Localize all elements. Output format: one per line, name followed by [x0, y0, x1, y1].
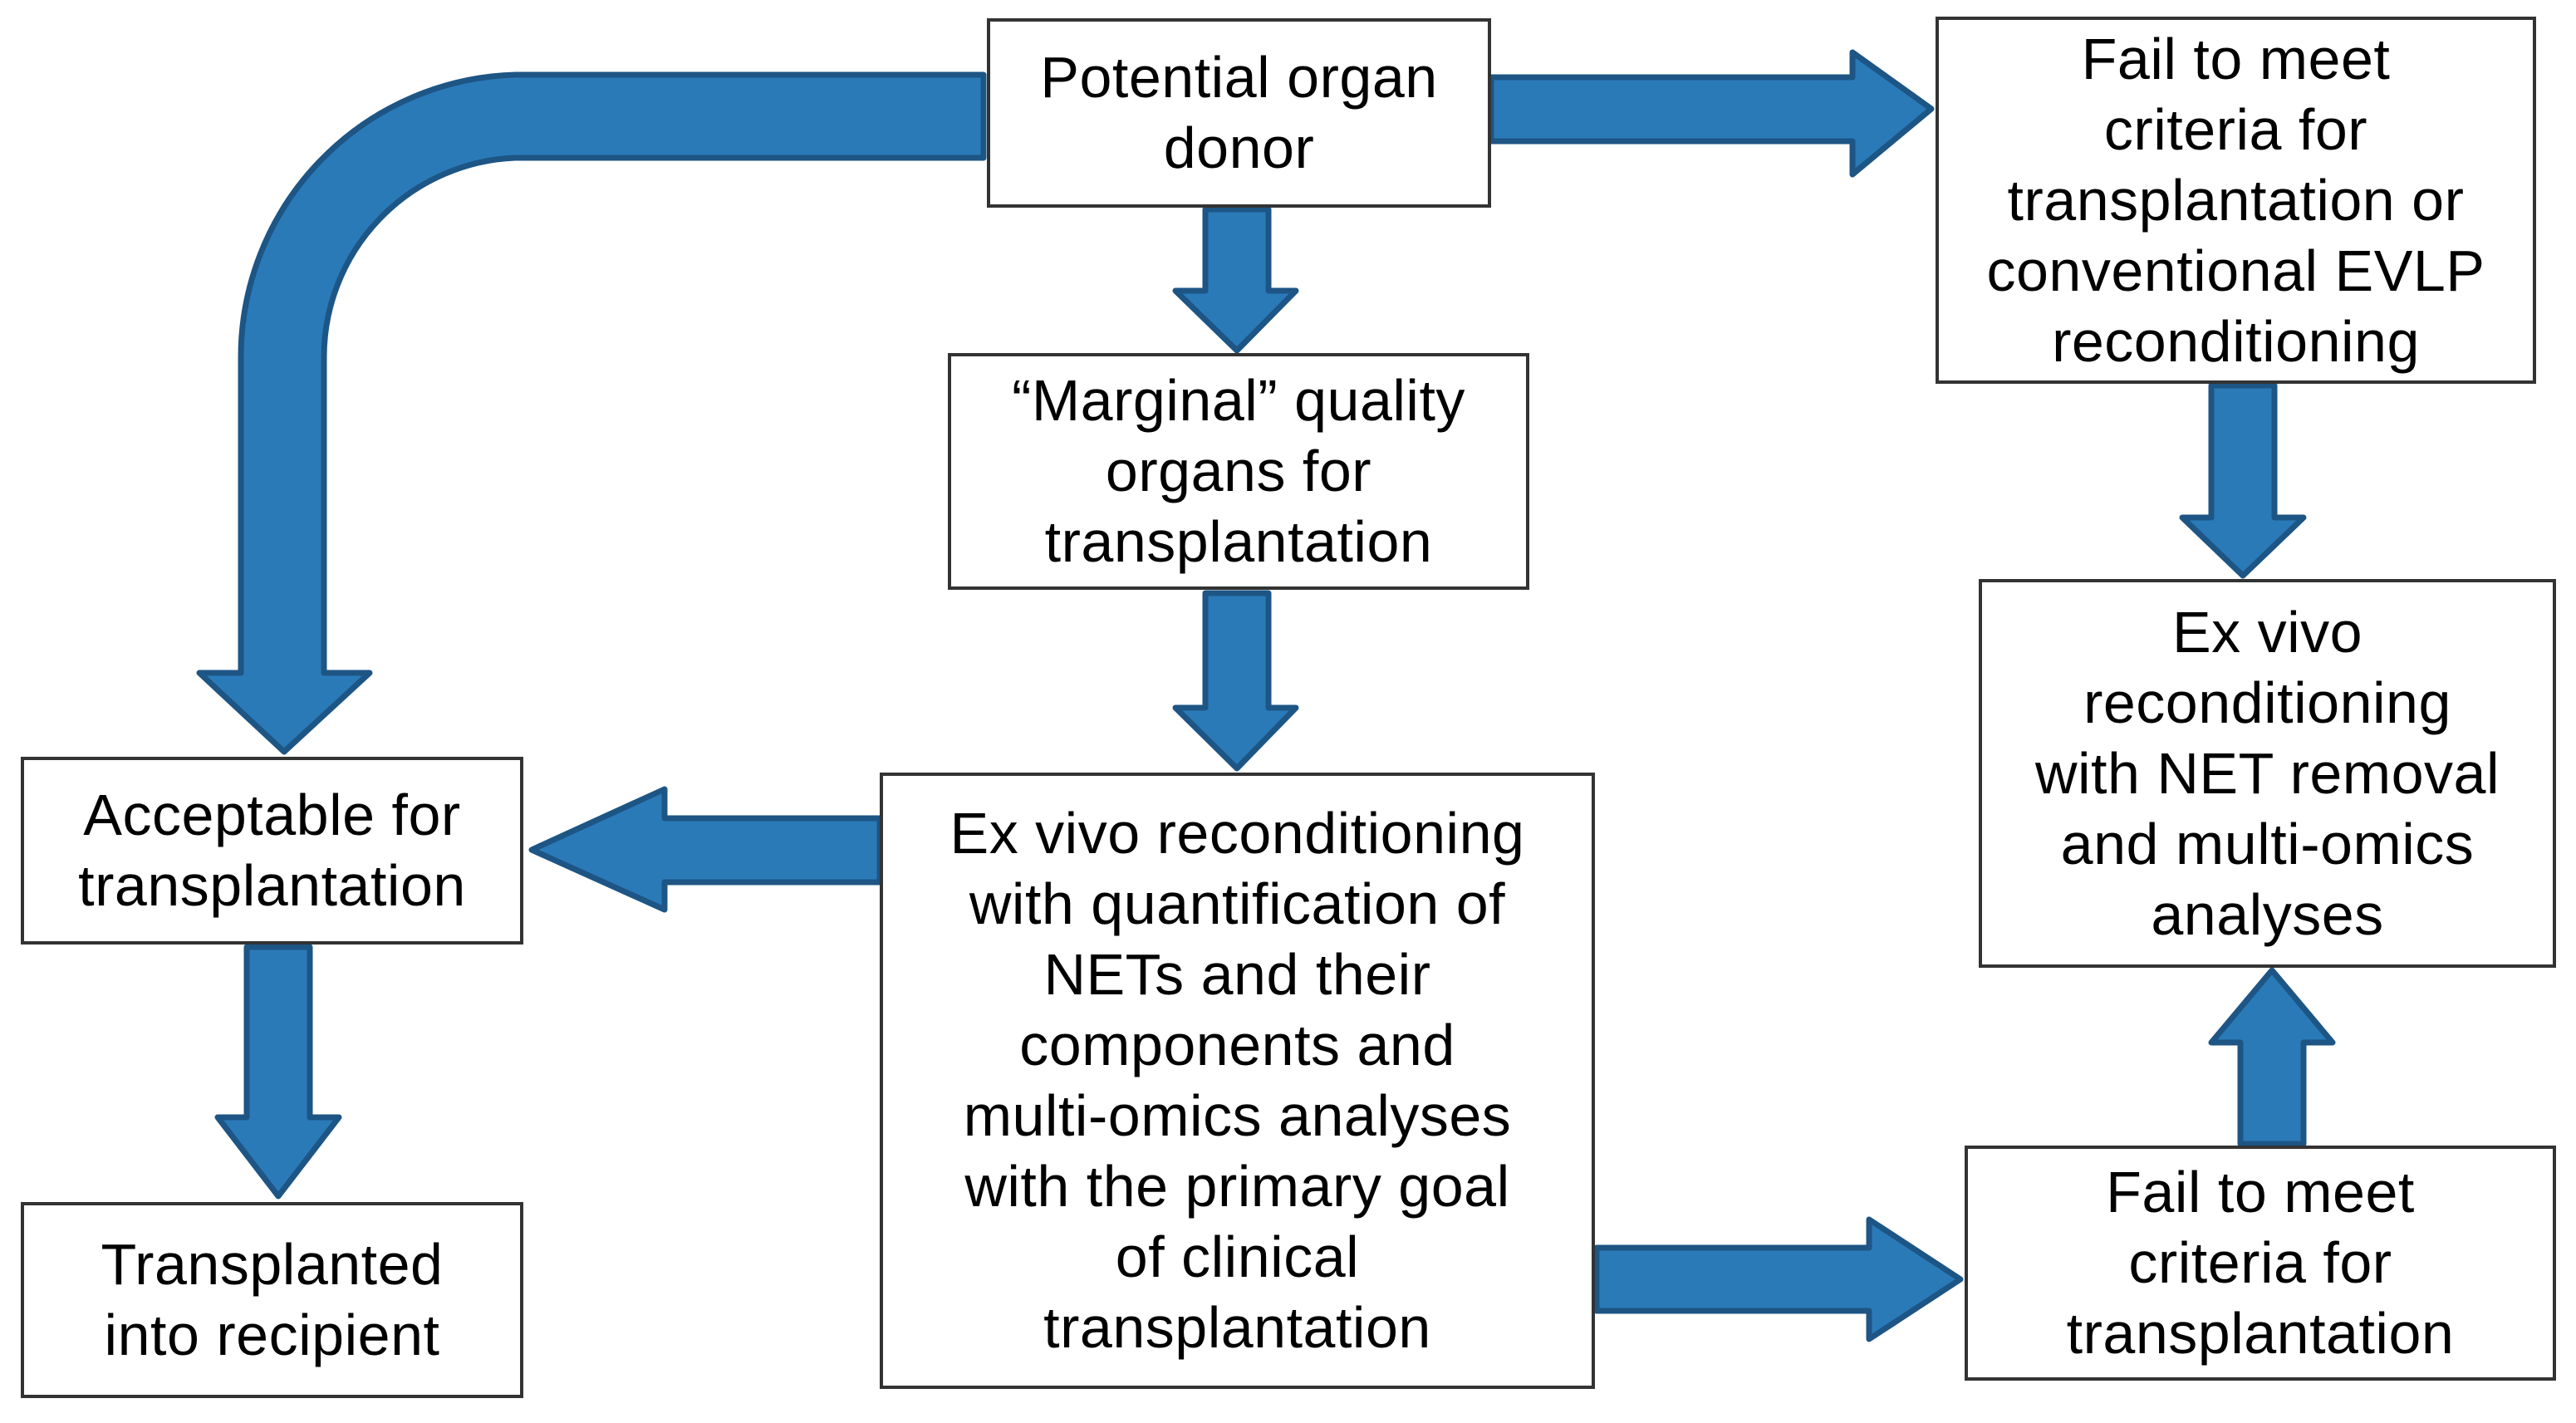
node-ex-vivo-net-removal: Ex vivo reconditioning with NET removal …	[1979, 579, 2556, 968]
arrow-quantification-to-fail-criteria	[1593, 1216, 1964, 1342]
arrow-acceptable-to-transplanted	[214, 944, 342, 1200]
node-ex-vivo-quantification: Ex vivo reconditioning with quantificati…	[880, 773, 1595, 1389]
arrow-fail-criteria-to-net-removal	[2208, 967, 2336, 1147]
arrow-donor-to-acceptable	[196, 71, 987, 755]
arrow-marginal-to-quantification	[1172, 590, 1299, 772]
arrow-fail-evlp-to-net-removal	[2179, 382, 2307, 579]
node-fail-criteria-transplantation: Fail to meet criteria for transplantatio…	[1965, 1146, 2556, 1381]
node-fail-criteria-evlp: Fail to meet criteria for transplantatio…	[1936, 17, 2536, 384]
node-potential-organ-donor: Potential organ donor	[987, 18, 1491, 208]
node-acceptable-for-transplantation: Acceptable for transplantation	[21, 757, 523, 945]
arrow-donor-to-marginal	[1172, 206, 1299, 354]
node-marginal-quality-organs: “Marginal” quality organs for transplant…	[948, 353, 1529, 590]
node-transplanted-into-recipient: Transplanted into recipient	[21, 1202, 523, 1398]
arrow-donor-to-fail-evlp	[1488, 49, 1935, 178]
arrow-quantification-to-acceptable	[528, 786, 883, 913]
